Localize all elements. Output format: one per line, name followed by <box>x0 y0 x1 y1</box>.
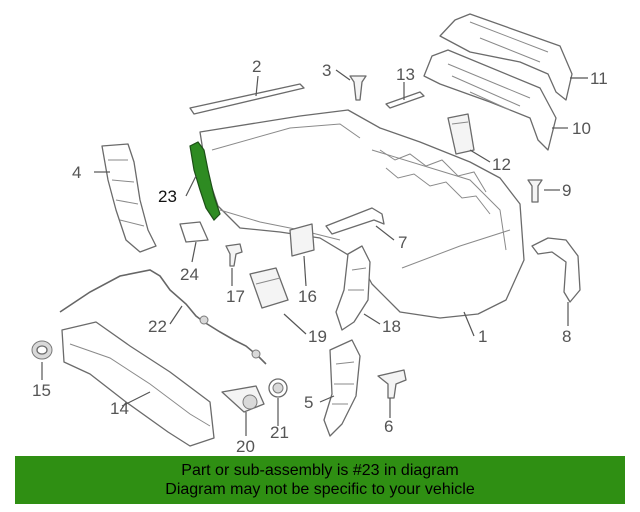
part-14-reinforcement <box>61 321 215 447</box>
callout-7: 7 <box>398 233 407 252</box>
callout-12: 12 <box>492 155 511 174</box>
part-23-guide-highlighted <box>189 141 221 221</box>
callout-18: 18 <box>382 317 401 336</box>
part-13-bracket <box>385 91 425 109</box>
part-12-pad <box>447 113 475 155</box>
callout-15: 15 <box>32 381 51 400</box>
callout-3: 3 <box>322 61 331 80</box>
callout-23: 23 <box>158 187 177 206</box>
part-11-absorber-upper <box>439 13 573 101</box>
part-5-bracket <box>323 339 361 437</box>
part-10-absorber <box>423 49 557 151</box>
exploded-parts-diagram: 2 3 13 11 10 12 4 23 9 7 24 17 16 19 18 … <box>31 13 608 455</box>
callout-5: 5 <box>304 393 313 412</box>
callout-10: 10 <box>572 119 591 138</box>
part-18-bracket <box>335 245 371 331</box>
part-3-clip <box>349 75 367 101</box>
notice-banner: Part or sub-assembly is #23 in diagram D… <box>15 456 625 504</box>
part-21-ring <box>268 378 288 398</box>
callout-14: 14 <box>110 399 129 418</box>
part-8-wheel-arch <box>531 237 581 303</box>
part-15-grommet <box>31 340 53 360</box>
leader-lines <box>41 69 588 436</box>
callout-6: 6 <box>384 417 393 436</box>
part-7-bracket <box>325 207 385 235</box>
callout-21: 21 <box>270 423 289 442</box>
callout-16: 16 <box>298 287 317 306</box>
callout-19: 19 <box>308 327 327 346</box>
part-19-module <box>249 267 289 309</box>
callout-11: 11 <box>590 69 608 88</box>
part-2-strip <box>189 83 305 115</box>
part-16-pad <box>289 223 315 257</box>
callout-2: 2 <box>252 57 261 76</box>
part-9-clip <box>527 179 543 203</box>
callout-8: 8 <box>562 327 571 346</box>
callout-1: 1 <box>478 327 487 346</box>
callout-13: 13 <box>396 65 415 84</box>
part-20-sensor <box>221 385 265 413</box>
part-24-bracket <box>179 221 209 243</box>
part-4-side-bracket <box>101 143 157 253</box>
callout-4: 4 <box>72 163 81 182</box>
notice-line-1: Part or sub-assembly is #23 in diagram <box>181 462 459 479</box>
part-17-clip <box>225 243 243 267</box>
callout-9: 9 <box>562 181 571 200</box>
callout-22: 22 <box>148 317 167 336</box>
notice-line-2: Diagram may not be specific to your vehi… <box>165 481 475 498</box>
part-6-clip <box>377 369 407 399</box>
part-22-harness <box>59 269 267 365</box>
callout-24: 24 <box>180 265 199 284</box>
callout-17: 17 <box>226 287 245 306</box>
callout-20: 20 <box>236 437 255 455</box>
